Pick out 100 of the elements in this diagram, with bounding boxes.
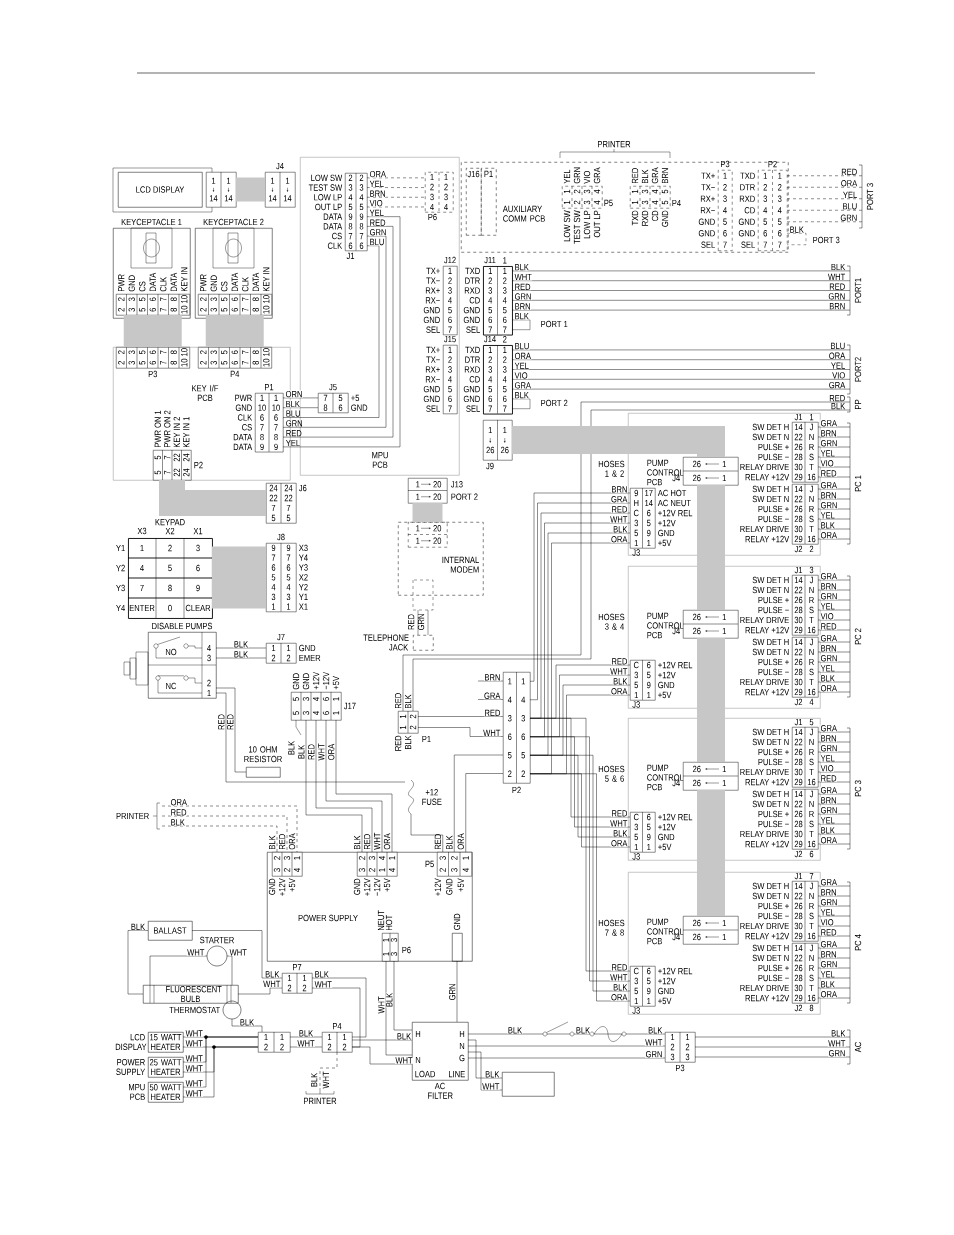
edge-label: GRN bbox=[369, 228, 387, 236]
node-label: 2 bbox=[488, 277, 492, 284]
pin-label: GND bbox=[423, 306, 440, 314]
wire-label: BLK bbox=[514, 312, 530, 320]
edge-label: WHT bbox=[514, 273, 533, 281]
pin-label: DATA bbox=[252, 272, 259, 292]
node-label: 3 bbox=[348, 184, 353, 191]
pin-label: RELAY +12V bbox=[745, 840, 790, 848]
wire bbox=[465, 773, 504, 853]
pin-label: +12V REL bbox=[658, 813, 693, 821]
node-label: 3 bbox=[286, 593, 291, 601]
node-label: 5 bbox=[646, 671, 651, 679]
node-label: 29 bbox=[794, 778, 803, 786]
wire bbox=[817, 619, 851, 621]
connector-label: P1 bbox=[422, 735, 431, 743]
node-label: 3 bbox=[641, 200, 649, 205]
node-label: N bbox=[809, 800, 814, 808]
node-label: 2 bbox=[444, 183, 448, 191]
wire bbox=[215, 692, 406, 783]
pin-label: RX+ bbox=[425, 366, 440, 373]
node-label: 7 bbox=[763, 241, 767, 248]
wire bbox=[351, 1046, 413, 1065]
node-label: J bbox=[809, 728, 813, 736]
node-label: 1 bbox=[488, 267, 492, 274]
pin-label: RED bbox=[286, 430, 302, 437]
wire bbox=[786, 210, 863, 211]
wire bbox=[477, 680, 504, 682]
pin-label: PULSE − bbox=[758, 453, 789, 461]
edge-label: BRN bbox=[820, 582, 837, 590]
wire bbox=[817, 761, 851, 763]
pin-label: DATA bbox=[149, 272, 156, 292]
wire bbox=[817, 813, 851, 815]
pin-label: GND bbox=[235, 404, 252, 411]
edge-label: WHT bbox=[609, 819, 628, 827]
ribbon-cable bbox=[159, 480, 266, 516]
node-label: 4 bbox=[777, 207, 782, 214]
node-label: 7 bbox=[359, 232, 364, 240]
edge-label: YEL bbox=[820, 970, 836, 978]
connector-label: J4 bbox=[672, 779, 680, 787]
wire bbox=[319, 1051, 338, 1089]
pin-label: X2 bbox=[299, 574, 308, 581]
wire-label: BLK bbox=[514, 391, 530, 399]
pin-label: ORA bbox=[457, 833, 464, 850]
pin-label: DTR bbox=[465, 356, 480, 363]
node-label: 3 bbox=[302, 711, 310, 715]
node-label: 3 bbox=[444, 193, 448, 201]
node-label: 2 bbox=[271, 654, 276, 662]
pin-label: PULSE + bbox=[758, 658, 789, 666]
edge-label: GRN bbox=[820, 744, 838, 752]
wire-label: BLK bbox=[831, 403, 846, 410]
connector-label: P5 bbox=[425, 860, 434, 868]
node-label: 16 bbox=[807, 535, 816, 543]
caption-label: LCD DISPLAY bbox=[115, 1034, 147, 1050]
pin-label: OUT LP bbox=[593, 210, 601, 238]
pin-label: RX+ bbox=[425, 287, 440, 294]
connector: 1 1 2 2 3 3 4 4 bbox=[425, 171, 454, 213]
node-label: 2 bbox=[503, 356, 507, 363]
node-label: 2 bbox=[286, 654, 291, 662]
edge-label: BRN bbox=[820, 491, 837, 499]
edge-label: RED bbox=[484, 709, 501, 717]
connector: GND bbox=[452, 913, 463, 962]
node-label: 7 bbox=[488, 405, 492, 412]
pin-label: VIO bbox=[583, 171, 591, 184]
pin-label: TX− bbox=[426, 356, 440, 363]
edge-label: GRN bbox=[820, 654, 838, 662]
pin-label: SW DET N bbox=[752, 800, 789, 808]
pin-label: SW DET H bbox=[752, 638, 789, 646]
node-label: 5 bbox=[286, 574, 291, 581]
connector: 7 5 8 6 bbox=[318, 392, 349, 414]
edge-label: BRN bbox=[514, 302, 531, 310]
switch-box: DISABLE PUMPS NO NC 4 3 2 1 bbox=[147, 622, 217, 699]
connector-label: J6 bbox=[298, 484, 307, 492]
wire bbox=[817, 833, 851, 835]
pin-label: RELAY DRIVE bbox=[740, 922, 789, 930]
bracket-label: PC 3 bbox=[846, 727, 862, 850]
pin-label: PULSE − bbox=[758, 820, 789, 828]
node-label: 1 bbox=[382, 952, 390, 956]
edge-label: YEL bbox=[820, 511, 836, 519]
node-label: 1 bbox=[723, 172, 727, 179]
wire bbox=[817, 641, 851, 643]
node-label: H bbox=[634, 499, 639, 507]
node-label: 5 bbox=[359, 203, 364, 211]
bracket-label: PP bbox=[846, 396, 862, 413]
node-label: 1 bbox=[722, 627, 726, 635]
pin-label: GND bbox=[738, 218, 755, 225]
connector: 5 7 22 24 5 7 22 24 bbox=[153, 449, 192, 481]
node-label: 6 bbox=[488, 395, 493, 403]
node-label: 1 bbox=[488, 346, 492, 353]
edge-label: BLK bbox=[820, 521, 836, 529]
edge-label: RED bbox=[611, 809, 628, 817]
pin-label: +5V bbox=[658, 691, 672, 699]
pin-label: CS bbox=[242, 424, 252, 431]
connector-label: J2 bbox=[794, 850, 803, 858]
connector-label: P1 bbox=[265, 384, 274, 391]
node-label: 2 bbox=[448, 356, 452, 363]
wire bbox=[282, 407, 319, 408]
port-label: PORT 2 bbox=[540, 399, 569, 407]
edge-label: GRA bbox=[820, 419, 838, 427]
wire bbox=[410, 813, 443, 853]
node-label: 6 bbox=[778, 230, 782, 237]
